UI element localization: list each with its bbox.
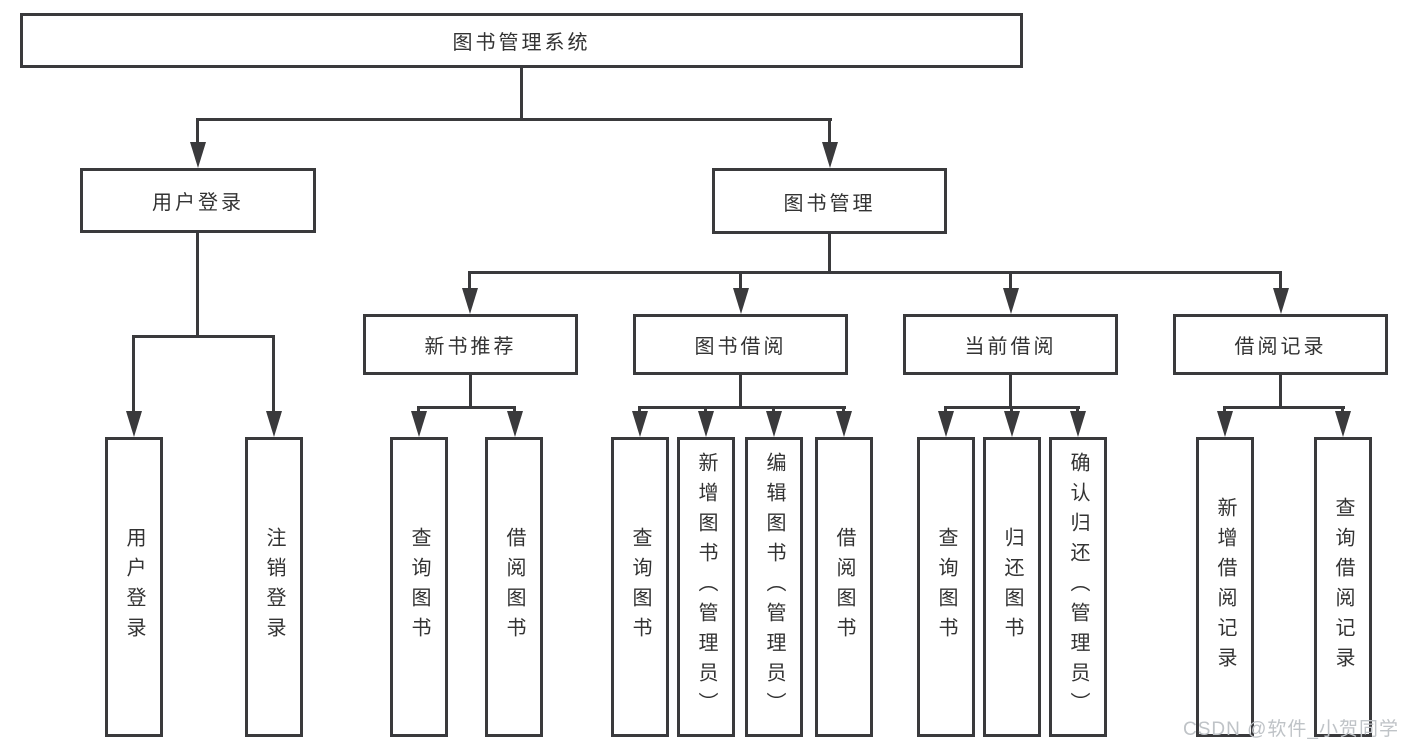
arrowhead-to-leaf-borrow-books bbox=[836, 411, 852, 437]
connector-leaf-stub bbox=[1076, 406, 1079, 413]
connector-leaf-stub bbox=[1223, 406, 1226, 413]
connector-to-book-mgmt bbox=[828, 118, 831, 144]
connector-leaf-stub bbox=[944, 406, 947, 413]
connector-leaf-stub bbox=[417, 406, 420, 413]
arrowhead-to-leaf-confirm-return bbox=[1070, 411, 1086, 437]
watermark-text: CSDN @软件_小贺同学 bbox=[1183, 719, 1399, 740]
connector-to-book-borrow bbox=[739, 271, 742, 290]
connector-root-bar bbox=[197, 118, 832, 121]
arrowhead-to-user-login bbox=[190, 142, 206, 168]
leaf-add-borrow-record: 新增借阅记录 bbox=[1196, 437, 1254, 737]
arrowhead-to-leaf-query-books-current bbox=[938, 411, 954, 437]
arrowhead-to-book-borrow bbox=[733, 288, 749, 314]
connector-borrow-records-bar bbox=[1223, 406, 1345, 409]
connector-leaf-stub bbox=[638, 406, 641, 413]
node-user-login: 用户登录 bbox=[80, 168, 316, 233]
arrowhead-to-leaf-add-books bbox=[698, 411, 714, 437]
connector-to-new-book-rec bbox=[468, 271, 471, 290]
node-new-book-recommend: 新书推荐 bbox=[363, 314, 578, 375]
connector-leaf-stub bbox=[842, 406, 845, 413]
connector-book-borrow-stem bbox=[739, 375, 742, 406]
leaf-query-books-recommend: 查询图书 bbox=[390, 437, 448, 737]
connector-new-book-rec-stem bbox=[469, 375, 472, 406]
arrowhead-to-leaf-query-books-borrow bbox=[632, 411, 648, 437]
connector-to-user-login bbox=[196, 118, 199, 144]
leaf-edit-books-admin: 编辑图书（管理员） bbox=[745, 437, 803, 737]
connector-root-stem bbox=[520, 68, 523, 118]
connector-to-leaf-logout bbox=[272, 335, 275, 413]
arrowhead-to-book-mgmt bbox=[822, 142, 838, 168]
connector-book-mgmt-stem bbox=[828, 234, 831, 271]
arrowhead-to-leaf-return-books bbox=[1004, 411, 1020, 437]
connector-user-login-bar bbox=[132, 335, 275, 338]
connector-to-current-borrow bbox=[1009, 271, 1012, 290]
connector-new-book-rec-bar bbox=[417, 406, 516, 409]
arrowhead-to-new-book-rec bbox=[462, 288, 478, 314]
connector-leaf-stub bbox=[1341, 406, 1344, 413]
connector-borrow-records-stem bbox=[1279, 375, 1282, 406]
arrowhead-to-leaf-borrow-books-rec bbox=[507, 411, 523, 437]
connector-leaf-stub bbox=[1010, 406, 1013, 413]
leaf-user-login: 用户登录 bbox=[105, 437, 163, 737]
connector-leaf-stub bbox=[772, 406, 775, 413]
arrowhead-to-leaf-logout bbox=[266, 411, 282, 437]
node-borrow-records: 借阅记录 bbox=[1173, 314, 1388, 375]
connector-user-login-stem bbox=[196, 233, 199, 335]
leaf-borrow-books: 借阅图书 bbox=[815, 437, 873, 737]
arrowhead-to-current-borrow bbox=[1003, 288, 1019, 314]
leaf-confirm-return-admin: 确认归还（管理员） bbox=[1049, 437, 1107, 737]
leaf-query-books-current: 查询图书 bbox=[917, 437, 975, 737]
connector-leaf-stub bbox=[513, 406, 516, 413]
leaf-return-books: 归还图书 bbox=[983, 437, 1041, 737]
node-current-borrow: 当前借阅 bbox=[903, 314, 1118, 375]
connector-current-borrow-stem bbox=[1009, 375, 1012, 406]
connector-book-borrow-bar bbox=[638, 406, 846, 409]
connector-book-mgmt-bar bbox=[468, 271, 1282, 274]
arrowhead-to-leaf-add-record bbox=[1217, 411, 1233, 437]
node-library-system: 图书管理系统 bbox=[20, 13, 1023, 68]
connector-to-leaf-user-login bbox=[132, 335, 135, 413]
arrowhead-to-leaf-user-login bbox=[126, 411, 142, 437]
connector-leaf-stub bbox=[704, 406, 707, 413]
leaf-borrow-books-recommend: 借阅图书 bbox=[485, 437, 543, 737]
connector-to-borrow-records bbox=[1279, 271, 1282, 290]
leaf-query-books-borrow: 查询图书 bbox=[611, 437, 669, 737]
leaf-logout: 注销登录 bbox=[245, 437, 303, 737]
arrowhead-to-borrow-records bbox=[1273, 288, 1289, 314]
leaf-query-borrow-record: 查询借阅记录 bbox=[1314, 437, 1372, 737]
arrowhead-to-leaf-query-books-rec bbox=[411, 411, 427, 437]
leaf-add-books-admin: 新增图书（管理员） bbox=[677, 437, 735, 737]
arrowhead-to-leaf-edit-books bbox=[766, 411, 782, 437]
node-book-mgmt: 图书管理 bbox=[712, 168, 947, 234]
node-book-borrow: 图书借阅 bbox=[633, 314, 848, 375]
arrowhead-to-leaf-query-record bbox=[1335, 411, 1351, 437]
